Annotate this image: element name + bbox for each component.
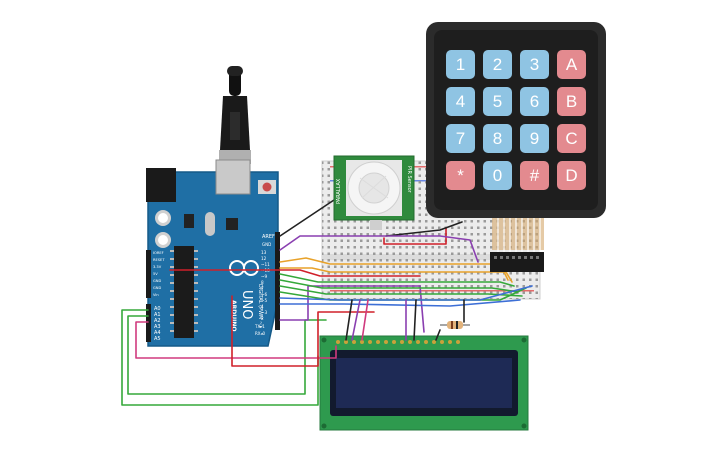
power-pin-label: Vin (153, 293, 159, 297)
keypad-key-star[interactable] (446, 161, 475, 190)
usb-cable (219, 66, 251, 164)
keypad-connector[interactable] (490, 252, 544, 272)
analog-pin-label: A0 (154, 306, 161, 312)
keypad-key-8[interactable] (483, 124, 512, 153)
digital-pin-label: 2 (261, 316, 264, 321)
resistor (440, 321, 470, 329)
tx-label: TX▸1 (254, 324, 265, 329)
power-pin-label: GND (153, 279, 161, 283)
reset-button[interactable] (262, 182, 272, 192)
keypad-key-0[interactable] (483, 161, 512, 190)
digital-pin-label: 4 (261, 304, 264, 309)
aref-label: AREF (262, 234, 275, 240)
keypad-key-label: A (566, 55, 578, 74)
power-pin-label: GND (153, 286, 161, 290)
power-pin-label: 5V (153, 272, 158, 276)
arduino-logo-icon (229, 260, 259, 276)
pir-label-right: PIR Sensor (406, 166, 412, 194)
power-pin-label: IOREF (153, 251, 164, 255)
rx-label: RX◂0 (255, 331, 266, 336)
keypad-key-7[interactable] (446, 124, 475, 153)
keypad-key-label: 7 (456, 129, 465, 148)
keypad-key-d[interactable] (557, 161, 586, 190)
analog-pin-label: A5 (154, 336, 161, 342)
keypad-key-label: 9 (530, 129, 539, 148)
arduino-brand-text: ARDUINO (230, 300, 237, 331)
pir-label-left: PARALLAX (336, 178, 342, 204)
keypad-key-label: 3 (530, 55, 539, 74)
digital-pin-label: 7 (261, 286, 264, 291)
gnd-label: GND (262, 242, 271, 247)
power-pin-label: RESET (153, 258, 165, 262)
keypad-key-9[interactable] (520, 124, 549, 153)
lcd-screen (336, 358, 512, 408)
keypad-key-label: 1 (456, 55, 465, 74)
keypad-key-label: 8 (493, 129, 502, 148)
digital-pwm-label: DIGITAL (PWM ~) (257, 284, 263, 327)
keypad-key-a[interactable] (557, 50, 586, 79)
keypad-key-label: 4 (456, 92, 465, 111)
wires (121, 195, 533, 406)
keypad-key-2[interactable] (483, 50, 512, 79)
digital-pin-label: ~9 (261, 274, 268, 279)
keypad-key-3[interactable] (520, 50, 549, 79)
digital-pin-label: 8 (261, 280, 264, 285)
keypad-4x4: 1 2 3 A 4 5 6 B 7 8 9 C * 0 # D (426, 22, 606, 272)
keypad-key-label: D (565, 166, 577, 185)
arduino-model-text: UNO (239, 290, 254, 319)
arduino-uno-board: ARDUINO UNO AREF GND DIGITAL (PWM ~) TX▸… (146, 159, 280, 347)
power-pin-label: 3.3V (153, 265, 162, 269)
keypad-key-b[interactable] (557, 87, 586, 116)
lcd-16x2-module (319, 335, 529, 431)
keypad-key-label: # (530, 166, 540, 185)
keypad-key-1[interactable] (446, 50, 475, 79)
analog-pin-label: A4 (154, 330, 161, 336)
keypad-key-label: C (565, 129, 577, 148)
keypad-key-label: 0 (493, 166, 502, 185)
keypad-key-label: 2 (493, 55, 502, 74)
digital-pin-label: 12 (261, 256, 267, 261)
digital-pin-label: ~6 (261, 292, 268, 297)
digital-pin-label: 13 (261, 250, 267, 255)
keypad-key-hash[interactable] (520, 161, 549, 190)
keypad-key-label: * (457, 166, 464, 185)
pir-motion-sensor: PARALLAX PIR Sensor (333, 155, 415, 230)
keypad-key-5[interactable] (483, 87, 512, 116)
analog-pin-label: A3 (154, 324, 161, 330)
digital-pin-label: ~11 (261, 262, 270, 267)
keypad-key-4[interactable] (446, 87, 475, 116)
analog-pin-label: A1 (154, 312, 161, 318)
keypad-key-label: 6 (530, 92, 539, 111)
digital-header[interactable] (275, 232, 280, 330)
keypad-key-6[interactable] (520, 87, 549, 116)
digital-pin-label: ~3 (261, 310, 268, 315)
power-header[interactable] (146, 250, 151, 298)
keypad-key-label: B (566, 92, 577, 111)
analog-header[interactable] (146, 304, 151, 342)
digital-pin-label: ~5 (261, 298, 268, 303)
analog-pin-label: A2 (154, 318, 161, 324)
keypad-key-label: 5 (493, 92, 502, 111)
keypad-key-c[interactable] (557, 124, 586, 153)
